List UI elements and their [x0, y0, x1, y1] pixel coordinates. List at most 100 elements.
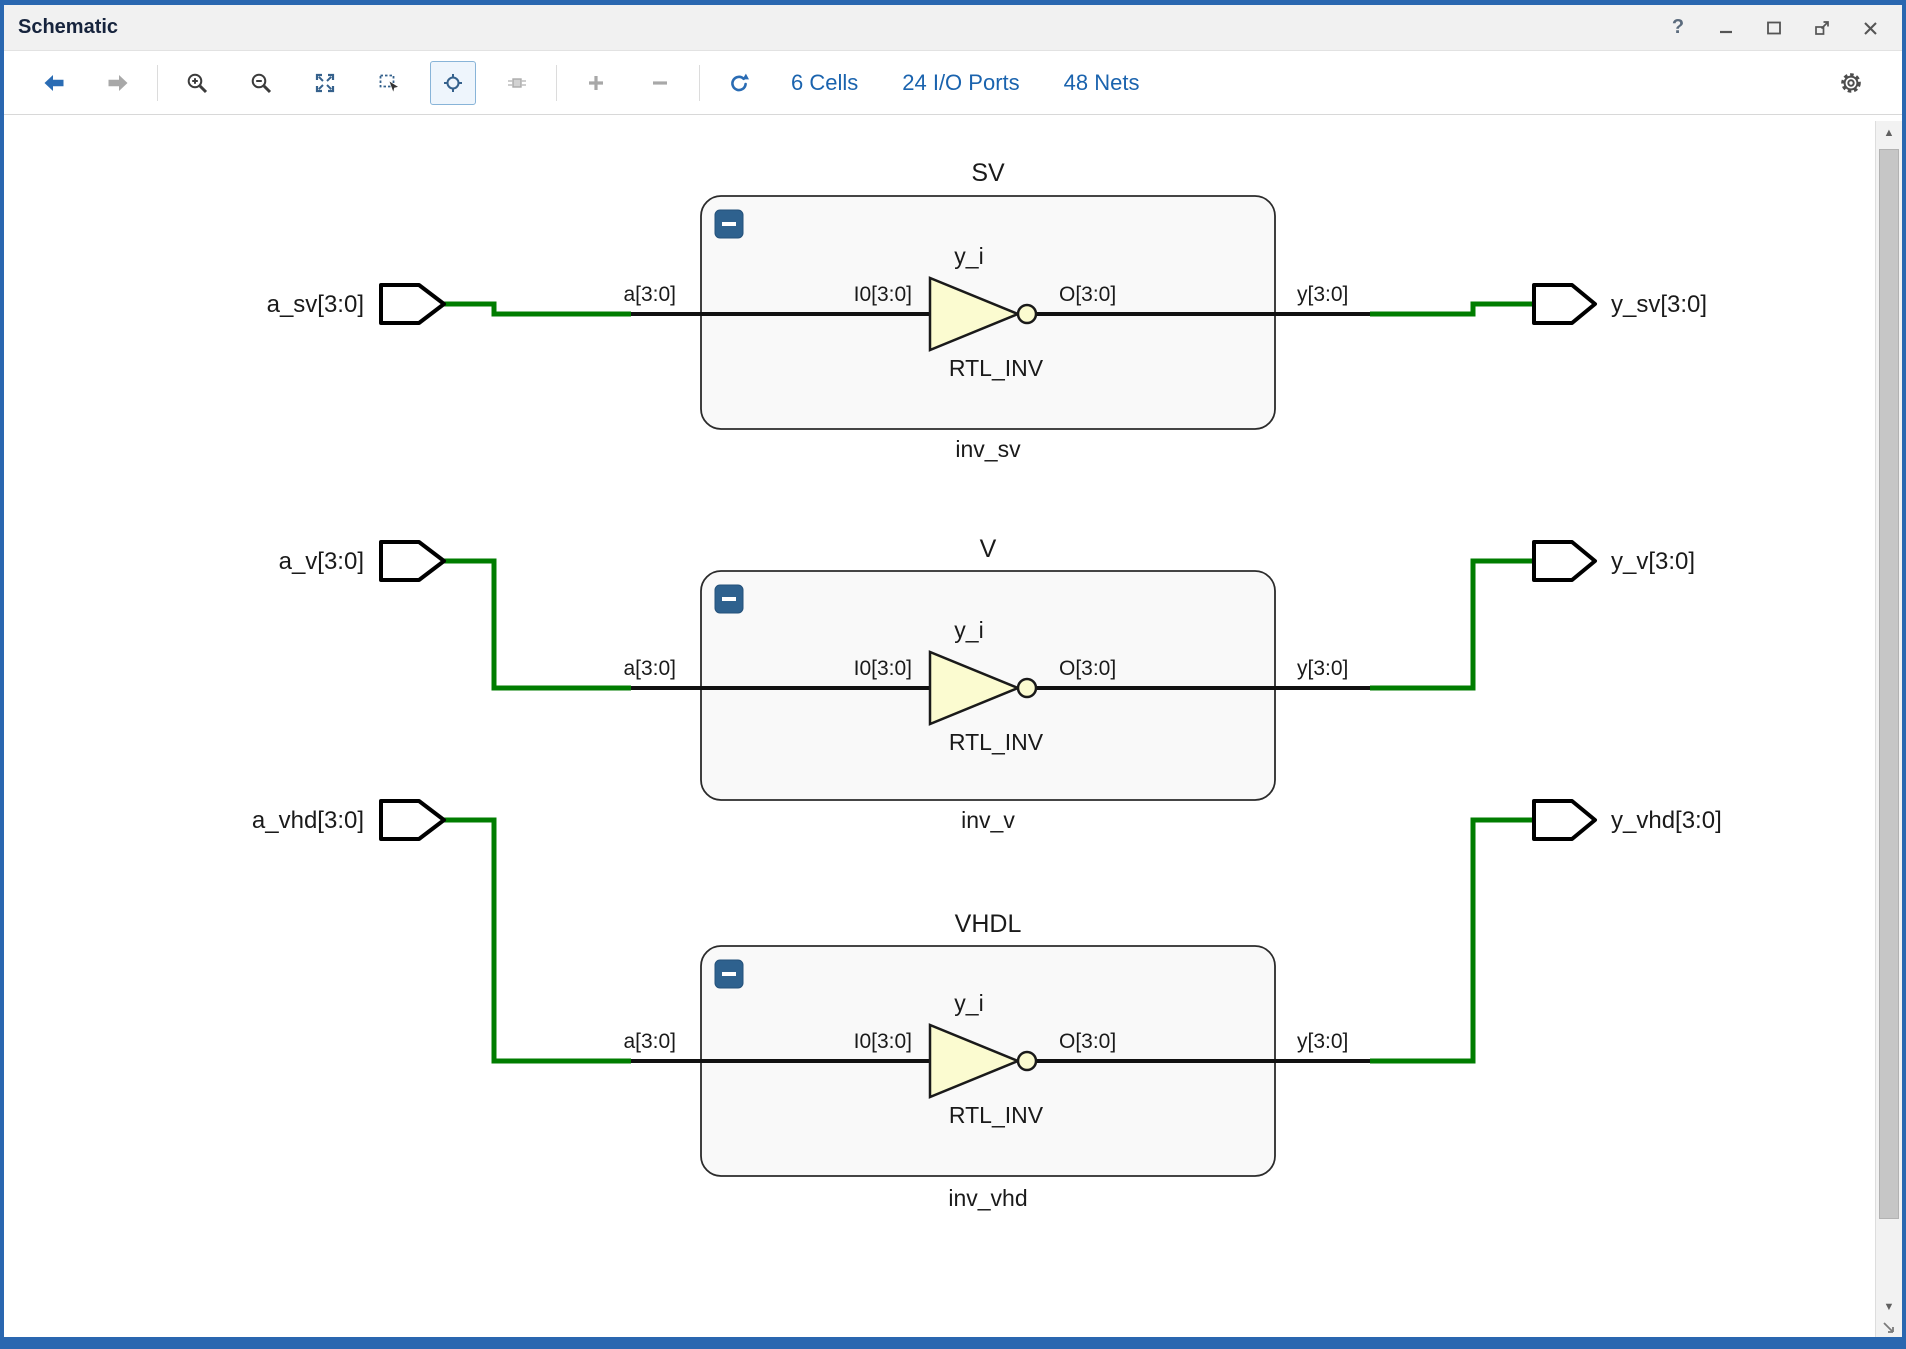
output-pin-label: O[3:0] [1059, 1030, 1116, 1053]
toolbar-separator [699, 64, 700, 101]
group-title: SV [971, 159, 1005, 187]
cell-name-label: y_i [954, 243, 983, 269]
autofit-selection-button[interactable] [430, 60, 476, 105]
cell-type-label: RTL_INV [949, 1102, 1044, 1128]
inverter-cell-sv[interactable] [928, 276, 1022, 352]
cell-name-label: y_i [954, 617, 983, 643]
schematic-toolbar: 6 Cells 24 I/O Ports 48 Nets [4, 51, 1902, 115]
cells-link[interactable]: 6 Cells [791, 69, 859, 95]
collapse-button[interactable] [714, 959, 744, 989]
output-pin-label: O[3:0] [1059, 657, 1116, 680]
settings-button[interactable] [1828, 61, 1874, 105]
cell-type-label: RTL_INV [949, 355, 1044, 381]
schematic-group-v: V y_i I0[3:0] O[3:0] RTL_INV inv_v a[3:0… [279, 535, 1695, 833]
help-icon: ? [1671, 16, 1685, 38]
cell-name-label: y_i [954, 990, 983, 1016]
group-title: V [980, 535, 997, 563]
net-input-v[interactable] [444, 558, 631, 691]
regenerate-button[interactable] [716, 61, 762, 105]
help-button[interactable]: ? [1666, 16, 1690, 40]
output-net-label: y[3:0] [1297, 1030, 1348, 1053]
output-port-label: y_vhd[3:0] [1611, 807, 1722, 834]
inverter-bubble[interactable] [1016, 677, 1038, 699]
toolbar-separator [556, 64, 557, 101]
zoom-to-selection-icon [379, 74, 398, 92]
autofit-selection-icon [444, 73, 462, 92]
zoom-in-icon [187, 73, 208, 93]
net-output-v[interactable] [1370, 558, 1534, 691]
net-output-sv[interactable] [1370, 301, 1534, 317]
close-button[interactable] [1858, 16, 1882, 40]
zoom-fit-icon [315, 73, 335, 92]
float-window-button[interactable] [1810, 16, 1834, 40]
scroll-up-button[interactable]: ▲ [1876, 121, 1902, 145]
minimize-icon [1720, 30, 1732, 33]
net-input-sv[interactable] [444, 301, 631, 317]
output-net-label: y[3:0] [1297, 657, 1348, 680]
output-port-arrow-v[interactable] [1532, 540, 1597, 582]
zoom-to-selection-button[interactable] [366, 61, 412, 105]
scroll-down-button[interactable]: ▼ [1876, 1295, 1902, 1319]
plus-icon [589, 75, 603, 90]
io-ports-link[interactable]: 24 I/O Ports [902, 69, 1020, 95]
back-button[interactable] [31, 61, 77, 105]
input-net-label: a[3:0] [623, 657, 676, 680]
output-pin-label: O[3:0] [1059, 283, 1116, 306]
output-port-arrow-vhdl[interactable] [1532, 799, 1597, 841]
group-title: VHDL [955, 910, 1022, 938]
window-title: Schematic [18, 16, 119, 38]
input-port-label: a_v[3:0] [279, 548, 364, 575]
schematic-canvas[interactable]: SV y_i I0[3:0] O[3:0] RTL_INV inv_sv a[3… [4, 121, 1902, 1337]
toolbar-separator [157, 64, 158, 101]
refresh-icon [731, 73, 749, 91]
zoom-fit-button[interactable] [302, 61, 348, 105]
collapse-button[interactable] [714, 209, 744, 239]
schematic-group-vhdl: VHDL y_i I0[3:0] O[3:0] RTL_INV inv_vhd … [252, 799, 1722, 1211]
output-port-label: y_sv[3:0] [1611, 291, 1707, 318]
net-output-vhdl[interactable] [1370, 817, 1534, 1064]
forward-button[interactable] [95, 61, 141, 105]
float-window-icon [1815, 20, 1829, 35]
collapse-button[interactable] [714, 584, 744, 614]
input-port-label: a_sv[3:0] [267, 291, 364, 318]
nets-link[interactable]: 48 Nets [1063, 69, 1140, 95]
back-arrow-icon [44, 74, 64, 91]
input-net-label: a[3:0] [623, 283, 676, 306]
minimize-button[interactable] [1714, 16, 1738, 40]
input-pin-label: I0[3:0] [854, 1030, 912, 1053]
input-port-arrow-vhdl[interactable] [379, 799, 446, 841]
expand-cone-button[interactable] [494, 61, 540, 105]
resize-grip-icon [1883, 1322, 1894, 1333]
inverter-cell-vhdl[interactable] [928, 1023, 1022, 1099]
maximize-icon [1767, 21, 1781, 34]
resize-grip[interactable] [1878, 1319, 1900, 1337]
schematic-group-sv: SV y_i I0[3:0] O[3:0] RTL_INV inv_sv a[3… [267, 159, 1707, 462]
zoom-out-button[interactable] [238, 61, 284, 105]
inverter-bubble[interactable] [1016, 1050, 1038, 1072]
output-port-label: y_v[3:0] [1611, 548, 1695, 575]
add-button[interactable] [573, 61, 619, 105]
scrollbar-thumb[interactable] [1879, 149, 1899, 1219]
instance-name-label: inv_sv [955, 436, 1021, 462]
inverter-cell-v[interactable] [928, 650, 1022, 726]
forward-arrow-icon [108, 74, 128, 91]
output-port-arrow-sv[interactable] [1532, 283, 1597, 325]
window-controls: ? [1666, 16, 1888, 40]
net-input-vhdl[interactable] [444, 817, 631, 1064]
output-net-label: y[3:0] [1297, 283, 1348, 306]
gear-icon [1841, 72, 1861, 93]
input-port-arrow-v[interactable] [379, 540, 446, 582]
zoom-out-icon [251, 73, 272, 93]
inverter-bubble[interactable] [1016, 303, 1038, 325]
input-net-label: a[3:0] [623, 1030, 676, 1053]
minus-icon [653, 80, 667, 85]
zoom-in-button[interactable] [174, 61, 220, 105]
vertical-scrollbar[interactable]: ▲ ▼ [1875, 121, 1902, 1337]
input-port-arrow-sv[interactable] [379, 283, 446, 325]
instance-name-label: inv_vhd [948, 1185, 1027, 1211]
instance-name-label: inv_v [961, 807, 1015, 833]
close-icon [1864, 21, 1877, 35]
maximize-button[interactable] [1762, 16, 1786, 40]
remove-button[interactable] [637, 61, 683, 105]
input-port-label: a_vhd[3:0] [252, 807, 364, 834]
